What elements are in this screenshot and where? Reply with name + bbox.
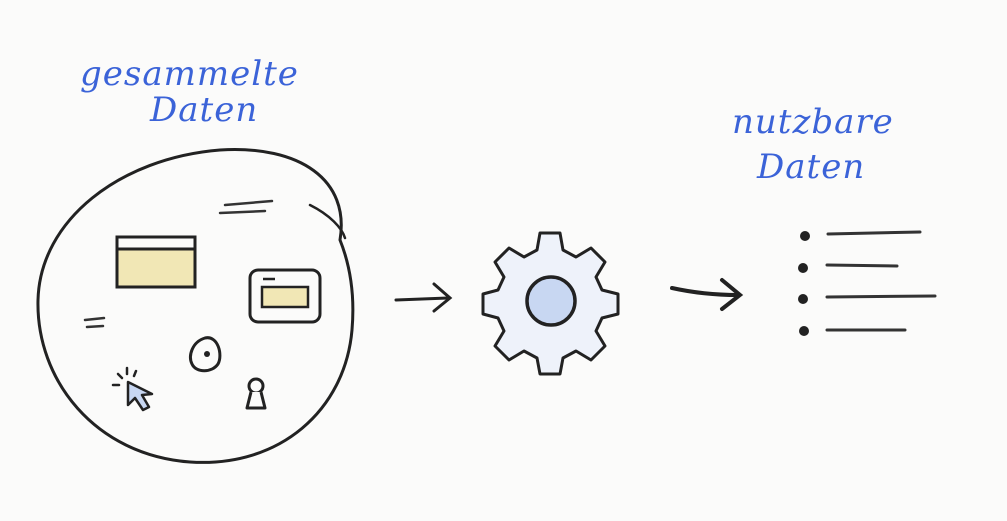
keyhole-lock-icon — [245, 377, 267, 410]
location-pin-icon — [189, 336, 222, 373]
click-cursor-icon — [111, 366, 154, 412]
device-screen-icon — [248, 268, 322, 324]
browser-window-icon — [115, 235, 197, 289]
gear-icon — [481, 231, 620, 376]
arrow-icon — [394, 282, 453, 313]
collected-data-circle — [36, 148, 355, 464]
data-fragment-lines — [83, 199, 274, 329]
output-data-label-line1: nutzbare — [732, 102, 894, 142]
bullet-list-icon — [798, 230, 937, 336]
input-data-label-line1: gesammelte — [80, 54, 299, 94]
output-data-label-line2: Daten — [757, 147, 866, 187]
input-data-label-line2: Daten — [150, 90, 259, 130]
arrow-icon — [670, 278, 744, 311]
